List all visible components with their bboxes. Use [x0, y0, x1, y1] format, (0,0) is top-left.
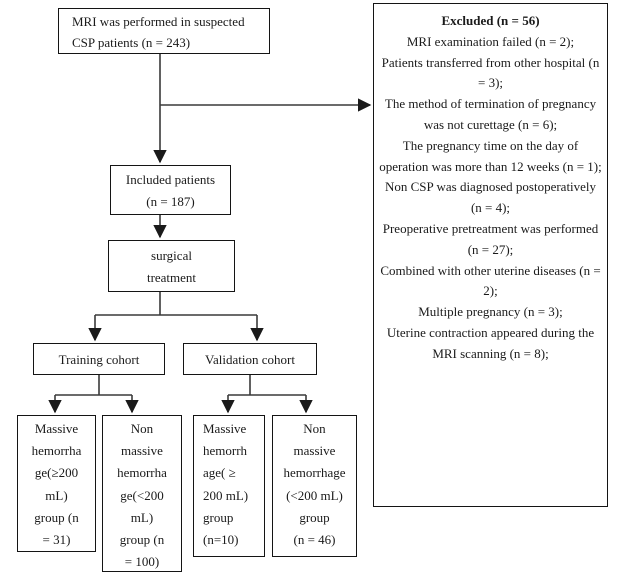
training-non-massive-hemorrhage-box: Non massive hemorrha ge(<200 mL) group (… [102, 415, 182, 572]
excluded-title: Excluded (n = 56) [441, 13, 540, 28]
excluded-item: Non CSP was diagnosed postoperatively (n… [384, 179, 597, 216]
excluded-item: The pregnancy time on the day of operati… [379, 137, 602, 174]
excluded-item: Uterine contraction appeared during the … [386, 324, 595, 361]
excluded-item: Patients transferred from other hospital… [381, 54, 600, 91]
excluded-item: Combined with other uterine diseases (n … [380, 262, 601, 299]
excluded-box: Excluded (n = 56) MRI examination failed… [373, 3, 608, 507]
excluded-item: Multiple pregnancy (n = 3); [418, 304, 563, 320]
excluded-item: Preoperative pretreatment was performed … [382, 220, 599, 257]
validation-non-massive-hemorrhage-box: Non massive hemorrhage (<200 mL) group (… [272, 415, 357, 557]
connector-lines [48, 54, 372, 414]
surgical-treatment-box: surgical treatment [108, 240, 235, 292]
training-cohort-box: Training cohort [33, 343, 165, 375]
excluded-item: MRI examination failed (n = 2); [406, 33, 575, 49]
validation-cohort-box: Validation cohort [183, 343, 317, 375]
excluded-item: The method of termination of pregnancy w… [384, 96, 597, 132]
included-patients-box: Included patients (n = 187) [110, 165, 231, 215]
mri-performed-box: MRI was performed in suspected CSP patie… [58, 8, 270, 54]
training-massive-hemorrhage-box: Massive hemorrha ge(≥200 mL) group (n = … [17, 415, 96, 552]
validation-massive-hemorrhage-box: Massive hemorrh age( ≥ 200 mL) group (n=… [193, 415, 265, 557]
